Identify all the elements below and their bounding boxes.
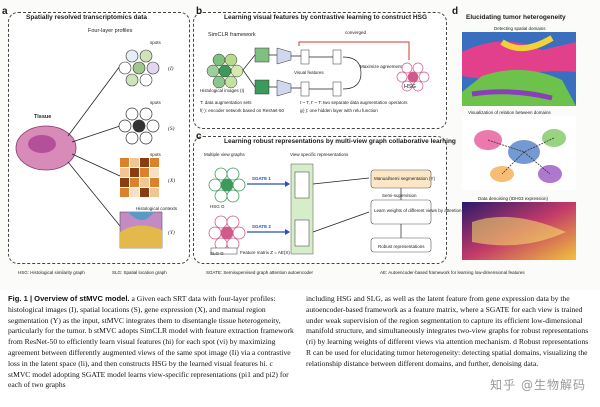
panel-a-title: Spatially resolved transcriptomics data [26, 14, 148, 21]
slg-footnote: SLG: Spatial location graph [112, 270, 167, 275]
visual-features-label: Visual features [294, 70, 324, 75]
denoising-map [462, 202, 576, 260]
sgate-footnote: SGATE: Semisupervised graph attention au… [206, 270, 313, 275]
views-label: Multiple view graphs [204, 152, 245, 157]
tissue-label: Tissue [34, 114, 52, 120]
sgate1-label: SGATE 1 [252, 176, 271, 181]
hsg-g-label: HSG G [210, 204, 225, 209]
svg-text:(I): (I) [168, 65, 174, 72]
panel-c-drawing [208, 163, 432, 255]
caption-left-text: a Given each SRT data with four-layer pr… [8, 294, 294, 390]
caption-left: Fig. 1 | Overview of stMVC model. a Give… [8, 294, 296, 391]
caption-right: including HSG and SLG, as well as the la… [306, 294, 589, 368]
simclr-label: SimCLR framework [208, 32, 256, 38]
note-1: T: data augmentation sets [200, 100, 252, 105]
hsg-label-b: HSG [404, 84, 416, 90]
hist-images-label: Histological images (I) [200, 88, 245, 93]
panel-d-label: d [452, 6, 459, 17]
ae-footnote: AE: Autoencoder-based framework for lear… [380, 270, 525, 275]
panel-b-label: b [196, 6, 203, 17]
watermark: 知乎 @生物解码 [490, 378, 586, 392]
slg-g-label: SLG G [210, 251, 224, 256]
domain-relation-plot [462, 116, 576, 190]
semi-label: Semi-supervision [382, 193, 417, 198]
manual-seg-label: Manual/semi segmentation (Y) [374, 176, 436, 181]
layer-label-1: spots [150, 40, 161, 45]
d-sub-3: Data denoising (IDH03 expression) [478, 196, 549, 201]
panel-c-title: Learning robust representations by multi… [224, 138, 456, 145]
weights-label: Learn weights of different views by atte… [374, 208, 462, 213]
panel-a-subtitle: Four-layer profiles [88, 28, 133, 34]
converged-label: converged [345, 30, 367, 35]
feature-matrix-label: Feature matrix Z = AE(X) [240, 250, 290, 255]
d-sub-1: Detecting spatial domains [494, 26, 546, 31]
caption-lead: Fig. 1 | Overview of stMVC model. [8, 294, 130, 303]
note-3: t ~ T, t' ~ T: two separate data augment… [300, 100, 408, 105]
note-4: g(·): one hidden layer with relu functio… [300, 108, 378, 113]
panel-a-label: a [2, 6, 8, 17]
layer-label-3: spots [150, 152, 161, 157]
layer-label-4: Histological contexts [136, 206, 178, 211]
panel-d-title: Elucidating tumor heterogeneity [466, 14, 566, 21]
panel-c-label: c [196, 131, 202, 142]
panel-b-title: Learning visual features by contrastive … [224, 14, 427, 21]
panel-a-drawing: (I) (S) (X) (Y) [15, 49, 175, 249]
robust-label: Robust representations [378, 244, 425, 249]
note-2: f(·): encoder network based on ResNet-50 [200, 108, 285, 113]
spatial-domains-map [462, 32, 576, 106]
d-sub-2: Visualization of relation between domain… [468, 110, 551, 115]
layer-label-2: spots [150, 100, 161, 105]
figure: a Spatially resolved transcriptomics dat… [2, 6, 576, 275]
view-specific-label: View specific representations [290, 152, 349, 157]
svg-text:(X): (X) [168, 177, 175, 184]
panel-b-drawing [206, 41, 430, 97]
svg-text:(Y): (Y) [168, 229, 175, 236]
svg-text:(S): (S) [168, 125, 175, 132]
hsg-footnote: HSG: Histological similarity graph [18, 270, 85, 275]
sgate2-label: SGATE 2 [252, 224, 271, 229]
maximize-label: Maximize agreement [360, 64, 402, 69]
